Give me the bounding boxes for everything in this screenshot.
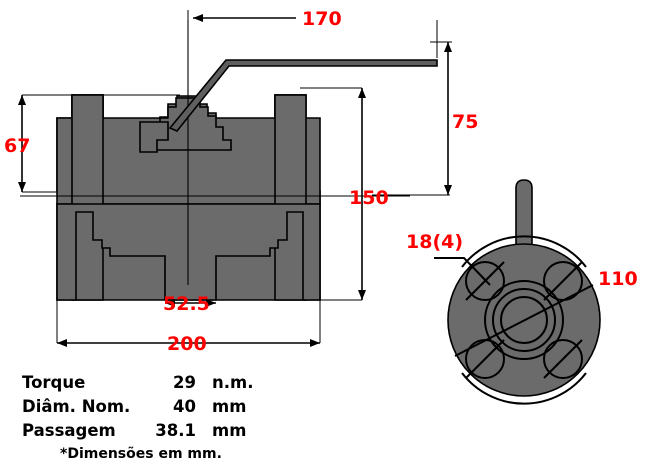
spec-unit-passage: mm bbox=[212, 421, 246, 440]
bolt-circle-diameter-leader bbox=[454, 284, 594, 357]
lever-handle bbox=[168, 59, 438, 132]
side-section-view: 170 75 67 150 bbox=[4, 8, 478, 355]
spec-value-passage: 38.1 bbox=[155, 421, 196, 440]
bolt-hole-leader-line bbox=[434, 257, 491, 286]
spec-row-torque: Torque 29 n.m. bbox=[22, 373, 253, 392]
seat-pocket-outline-right bbox=[215, 248, 271, 300]
arrow-67-bottom bbox=[18, 182, 26, 192]
seat-pocket-outline bbox=[109, 248, 166, 300]
spec-value-torque: 29 bbox=[173, 373, 196, 392]
arrow-150-top bbox=[358, 88, 366, 98]
arrow-170-left bbox=[193, 14, 203, 22]
spec-footnote: *Dimensões em mm. bbox=[60, 446, 222, 462]
arrow-67-top bbox=[18, 95, 26, 105]
dim-label-52-5: 52.5 bbox=[163, 293, 210, 315]
spec-label-torque: Torque bbox=[22, 373, 85, 392]
spec-value-nominal-diameter: 40 bbox=[173, 397, 196, 416]
bolt-hole-bottom-right bbox=[543, 339, 583, 379]
specification-table: Torque 29 n.m. Diâm. Nom. 40 mm Passagem… bbox=[22, 373, 253, 462]
dimension-52-5: 52.5 bbox=[163, 293, 216, 315]
spec-label-nominal-diameter: Diâm. Nom. bbox=[22, 397, 130, 416]
spec-row-passage: Passagem 38.1 mm bbox=[22, 421, 246, 440]
flange-raised-face-circle bbox=[484, 280, 564, 360]
flange-bore-inner-circle bbox=[500, 296, 548, 344]
arrow-52-5-right bbox=[206, 299, 216, 307]
dim-label-170: 170 bbox=[302, 8, 342, 30]
dimension-200: 200 bbox=[57, 333, 320, 355]
dimension-67: 67 bbox=[4, 95, 30, 192]
dim-label-18-4: 18(4) bbox=[406, 231, 463, 253]
bolt-circle-arc-bottom bbox=[461, 372, 587, 405]
bolt-hole-slash-bottom-right bbox=[543, 339, 583, 379]
dim-label-150: 150 bbox=[349, 187, 389, 209]
spec-label-passage: Passagem bbox=[22, 421, 116, 440]
dimension-170: 170 bbox=[187, 8, 438, 60]
flange-face-view: 18(4) 110 bbox=[406, 179, 638, 405]
arrow-75-bottom bbox=[444, 185, 452, 195]
bolt-hole-top-left bbox=[465, 261, 505, 301]
bolt-hole-slash-bottom-left bbox=[465, 339, 505, 379]
bolt-hole-slash-top-right bbox=[543, 261, 583, 301]
bolt-circle-arc-top bbox=[461, 235, 587, 268]
dimension-150: 150 bbox=[349, 88, 389, 300]
dim-label-67: 67 bbox=[4, 135, 30, 157]
left-flange-upper bbox=[71, 94, 104, 206]
arrow-200-left bbox=[57, 339, 67, 347]
flange-bore-outer-circle bbox=[492, 288, 556, 352]
right-flange-upper bbox=[274, 94, 307, 206]
spec-unit-nominal-diameter: mm bbox=[212, 397, 246, 416]
arrow-150-bottom bbox=[358, 290, 366, 300]
dim-label-200: 200 bbox=[167, 333, 207, 355]
dimension-75: 75 bbox=[430, 41, 478, 195]
arrow-200-right bbox=[310, 339, 320, 347]
gland-detail-line-left bbox=[140, 121, 169, 153]
arrow-75-top bbox=[444, 42, 452, 52]
spec-row-nominal-diameter: Diâm. Nom. 40 mm bbox=[22, 397, 246, 416]
arrow-52-5-left bbox=[165, 299, 175, 307]
dim-label-75: 75 bbox=[452, 111, 478, 133]
dim-label-110: 110 bbox=[598, 268, 638, 290]
spec-unit-torque: n.m. bbox=[212, 373, 253, 392]
